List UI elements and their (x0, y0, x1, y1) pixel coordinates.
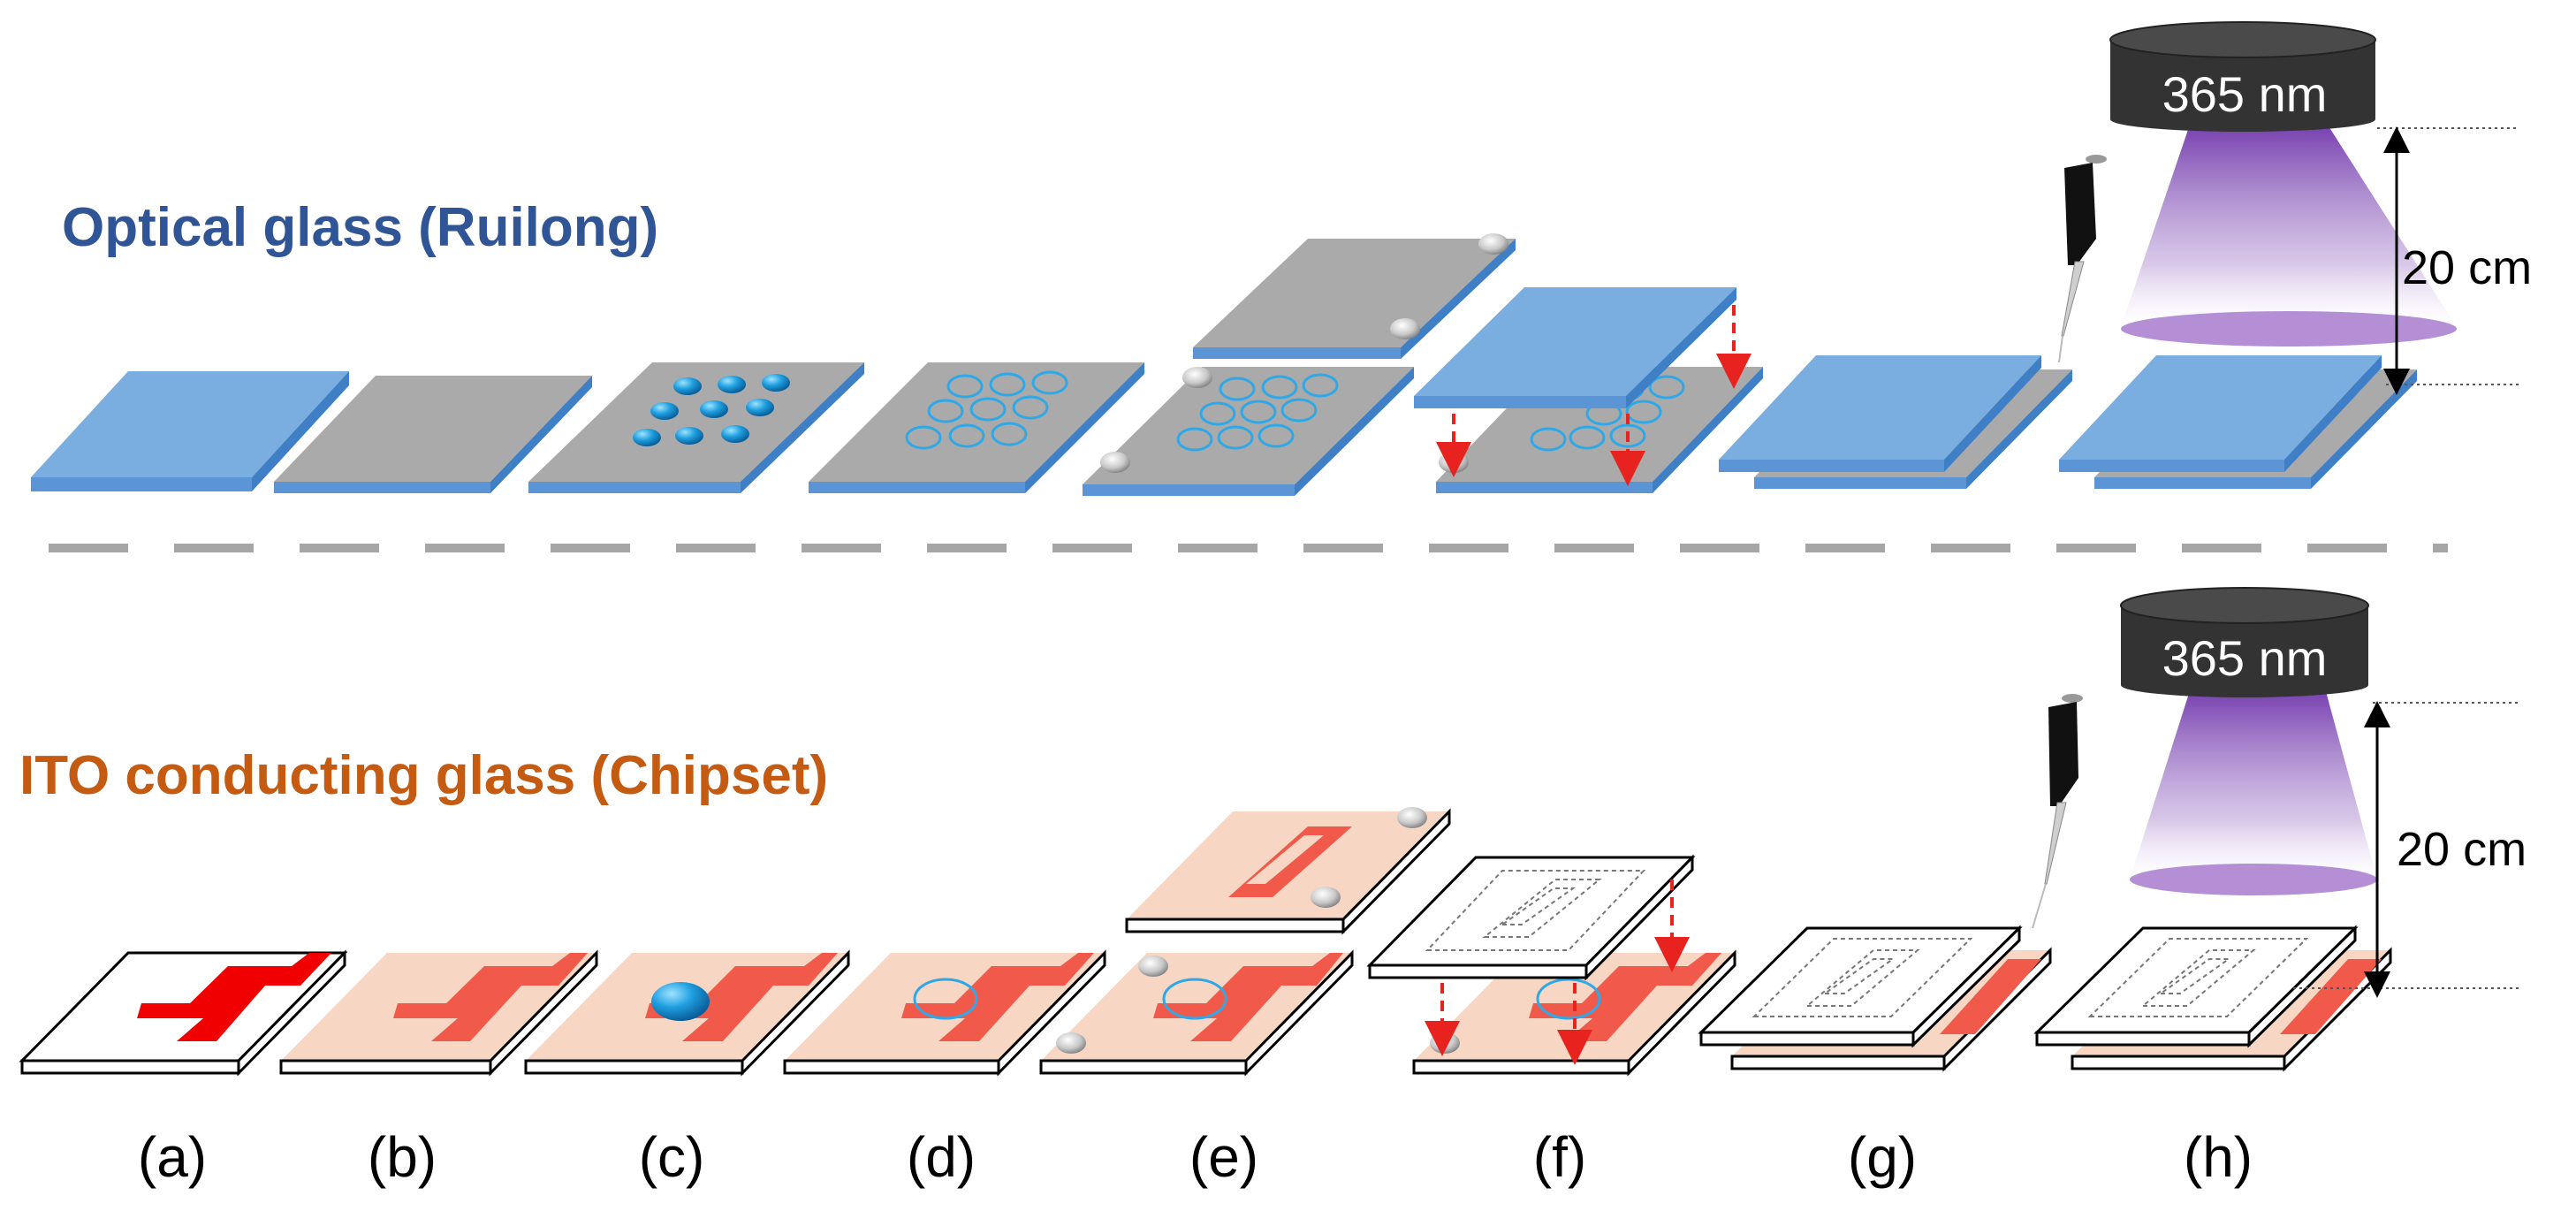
step-label-e: (e) (1189, 1125, 1259, 1189)
ito-slide-e (1039, 807, 1451, 1077)
optical-slide-c (528, 362, 864, 493)
uv-lamp-top (2109, 21, 2457, 346)
optical-glass-title: Optical glass (Ruilong) (62, 197, 659, 258)
ito-glass-title: ITO conducting glass (Chipset) (19, 745, 829, 806)
uv-wavelength-label-top: 365 nm (2162, 66, 2328, 122)
assembly-arrows-top (1436, 305, 1752, 486)
pipette-bottom-icon (2032, 694, 2083, 929)
step-label-a: (a) (137, 1125, 208, 1189)
optical-slide-g (1719, 355, 2072, 489)
optical-slide-h (2059, 355, 2417, 489)
droplet-array (633, 374, 790, 446)
ito-slide-h (2033, 925, 2392, 1072)
optical-slide-a (31, 371, 349, 491)
optical-slide-f (1414, 287, 1763, 493)
distance-marker-bottom (2293, 701, 2519, 998)
distance-label-bottom: 20 cm (2397, 823, 2527, 876)
distance-marker-top (2377, 126, 2519, 395)
pipette-top-icon (2058, 155, 2107, 363)
step-label-b: (b) (367, 1125, 437, 1189)
ito-slide-a (19, 949, 348, 1077)
step-label-c: (c) (638, 1125, 705, 1189)
ring-array (905, 370, 1068, 450)
ito-slide-b (279, 949, 598, 1077)
assembly-arrows-bottom (1425, 880, 1690, 1065)
step-label-d: (d) (906, 1125, 976, 1189)
optical-slide-d (809, 362, 1144, 493)
ito-slide-g (1698, 925, 2052, 1072)
optical-slide-e (1083, 233, 1516, 496)
uv-lamp-bottom (2120, 587, 2377, 895)
ito-slide-c (524, 949, 850, 1077)
ito-slide-d (783, 949, 1106, 1077)
step-label-g: (g) (1847, 1125, 1918, 1189)
step-label-f: (f) (1532, 1125, 1587, 1189)
step-label-h: (h) (2183, 1125, 2253, 1189)
ito-slide-f (1366, 854, 1736, 1077)
uv-wavelength-label-bottom: 365 nm (2162, 630, 2328, 686)
distance-label-top: 20 cm (2402, 241, 2533, 294)
optical-slide-b (274, 376, 592, 493)
